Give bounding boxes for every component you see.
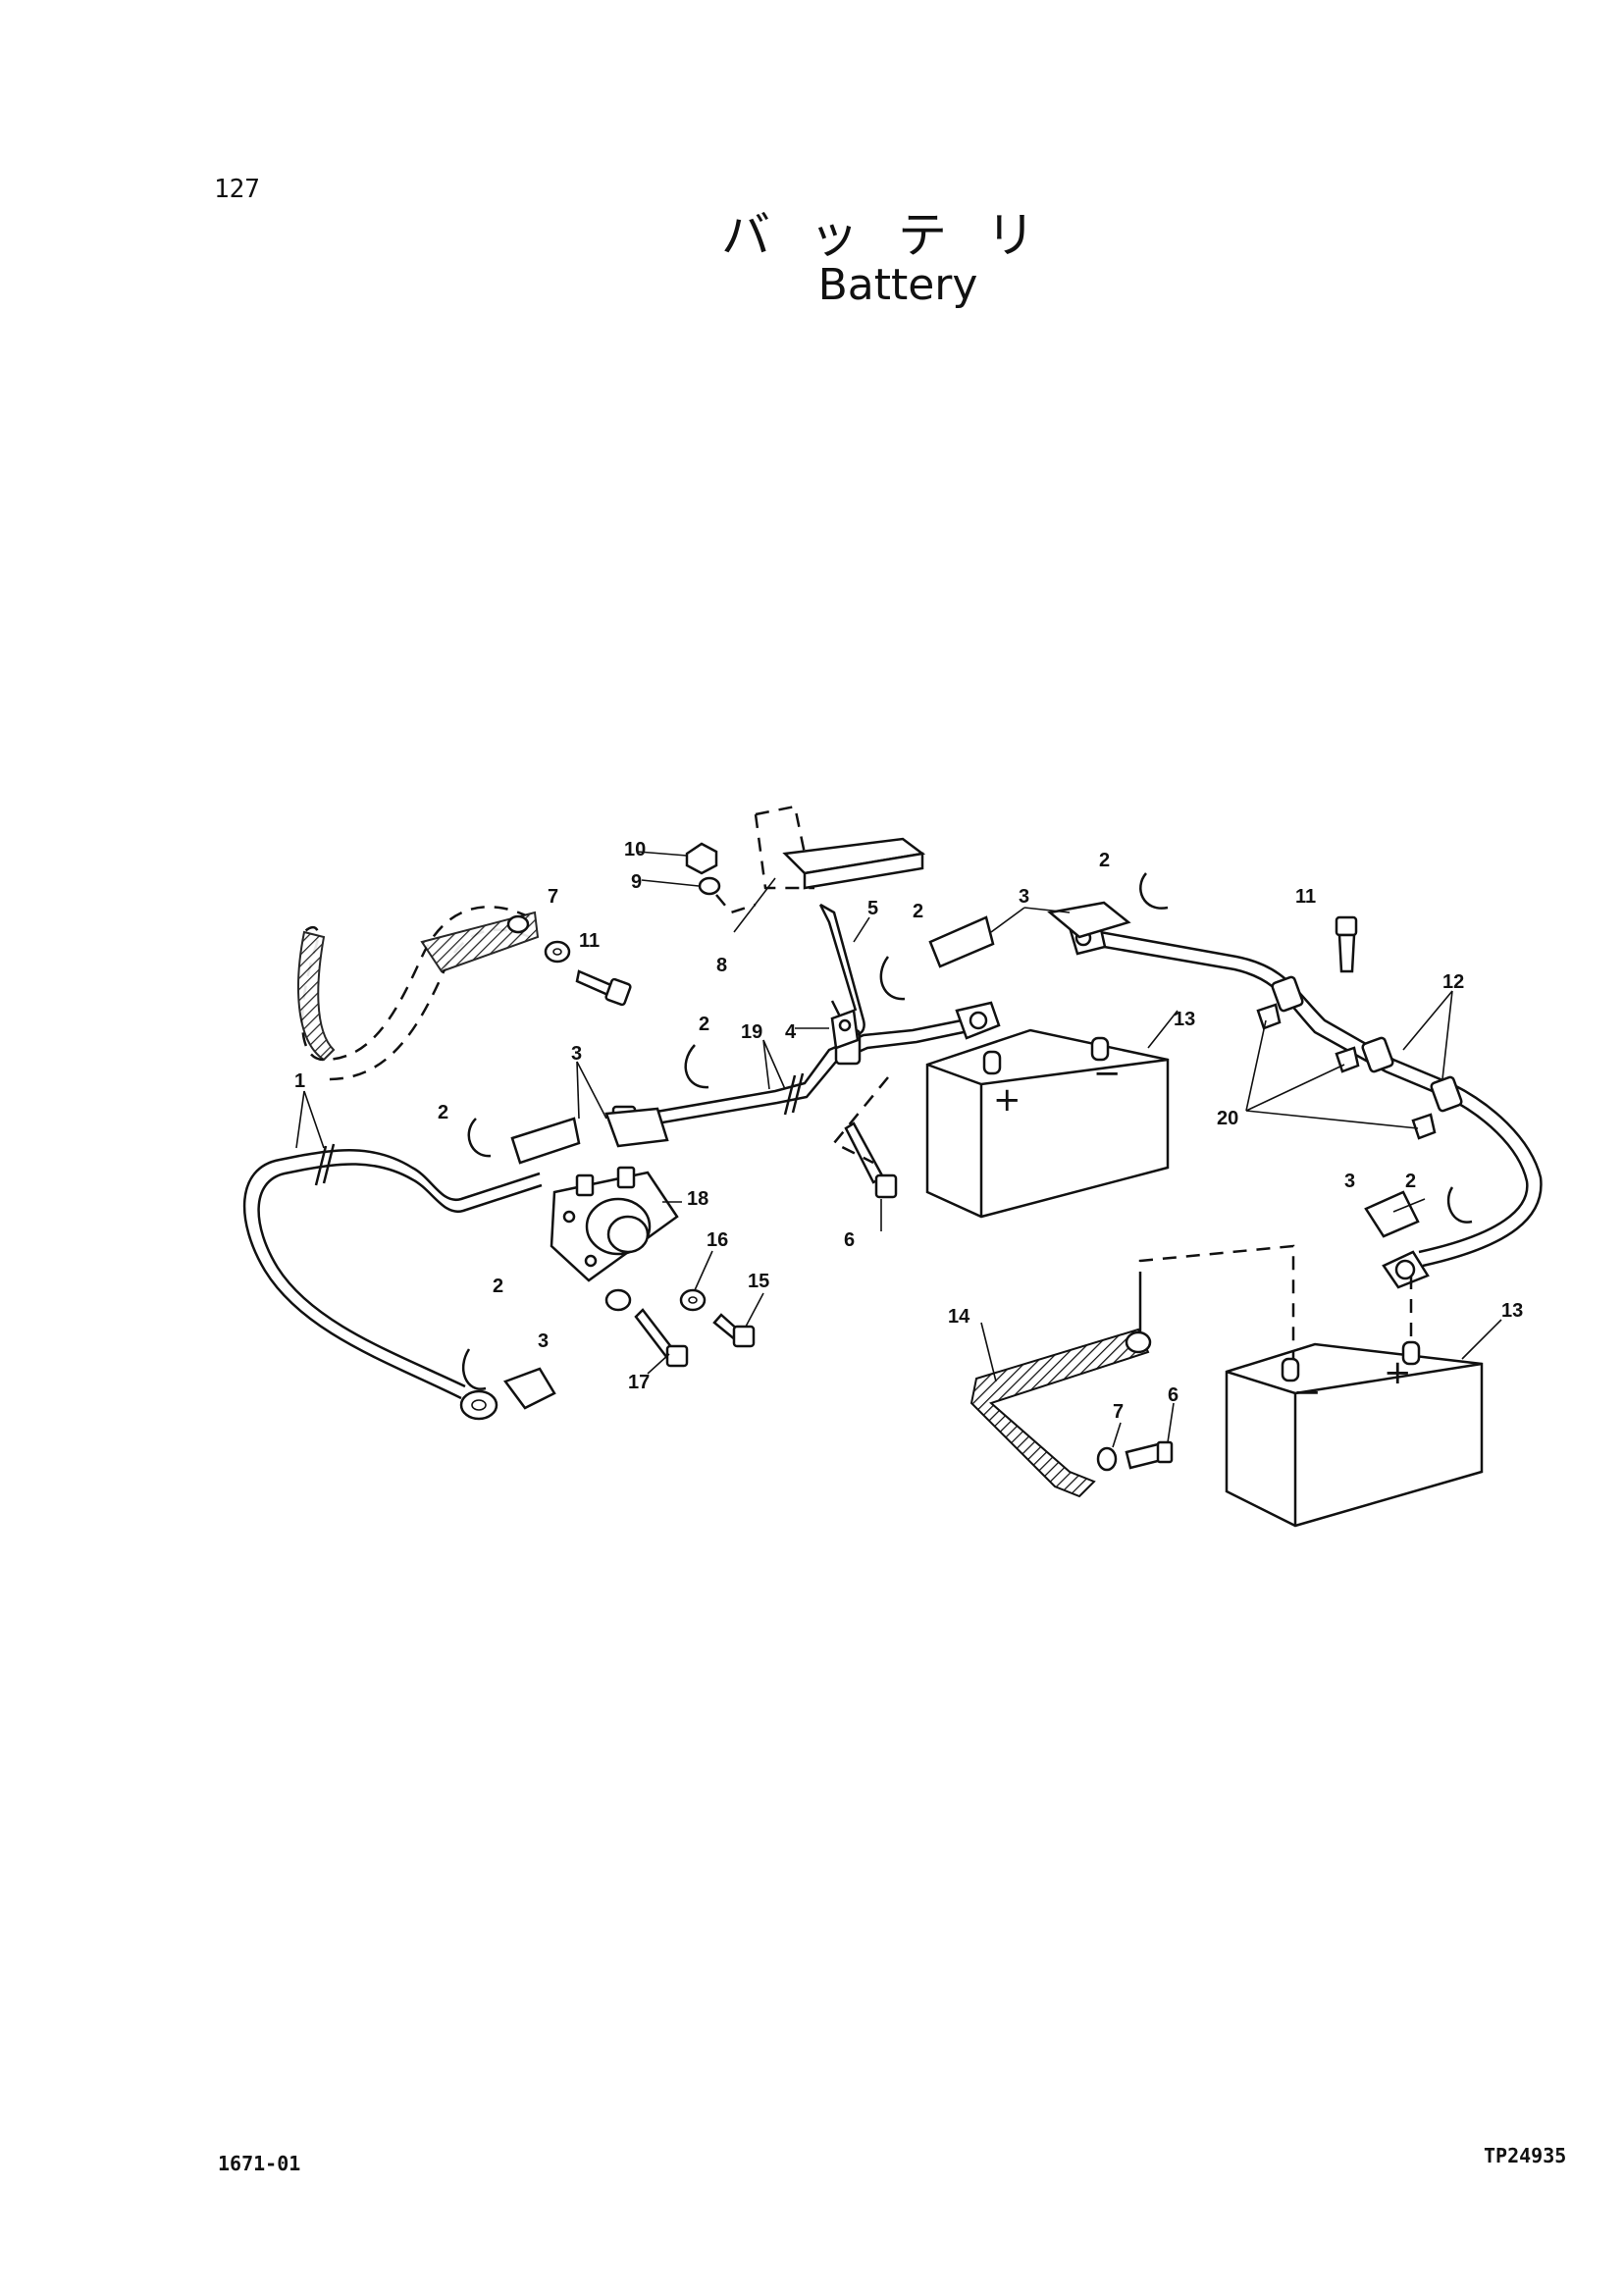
terminal-covers-3 [503, 901, 1420, 1410]
callout-2: 2 [1099, 850, 1110, 871]
callout-13: 13 [1501, 1300, 1523, 1322]
callout-11: 11 [579, 930, 600, 952]
callout-3: 3 [571, 1043, 582, 1065]
battery-13-lower: − + [1225, 1276, 1484, 1528]
callout-1: 1 [294, 1070, 305, 1092]
battery-cable-12 [1068, 918, 1543, 1289]
footer-code-right: TP24935 [1484, 2144, 1567, 2167]
nut-10-washer-9 [685, 842, 757, 914]
bolt-11-right [1335, 915, 1358, 973]
callout-14: 14 [948, 1306, 970, 1328]
callout-3: 3 [1019, 886, 1029, 908]
callout-2: 2 [699, 1014, 709, 1035]
callout-12: 12 [1442, 971, 1464, 993]
ground-strap-dashed [297, 906, 540, 1081]
page-title-english: Battery [817, 260, 978, 310]
footer-code-left: 1671-01 [218, 2152, 301, 2175]
callout-17: 17 [628, 1372, 650, 1393]
page-title-japanese: バッテリ [721, 207, 1074, 264]
callout-10: 10 [624, 839, 646, 860]
callout-7: 7 [548, 886, 558, 908]
callout-7: 7 [1113, 1401, 1124, 1423]
plus-sign: + [1384, 1353, 1412, 1392]
washer-7-bolt-11 [544, 940, 632, 1007]
minus-sign: − [1093, 1054, 1122, 1093]
minus-sign: − [1293, 1373, 1322, 1412]
callout-5: 5 [867, 898, 878, 919]
retainer-clips-2 [461, 872, 1473, 1390]
plus-sign: + [993, 1080, 1022, 1120]
callout-13: 13 [1174, 1009, 1195, 1030]
callout-6: 6 [1168, 1384, 1179, 1406]
bracket-8 [754, 805, 926, 890]
callout-20: 20 [1217, 1108, 1238, 1129]
callout-3: 3 [538, 1330, 549, 1352]
callout-11: 11 [1295, 886, 1316, 908]
clamp-4 [830, 1009, 860, 1050]
battery-13-upper: + − [925, 1028, 1170, 1219]
callout-2: 2 [438, 1102, 448, 1123]
callout-3: 3 [1344, 1171, 1355, 1192]
callout-18: 18 [687, 1188, 708, 1210]
callout-labels: 1 2 2 2 2 2 2 3 3 3 3 4 5 6 6 7 7 8 9 10… [294, 839, 1523, 1423]
switch-fasteners [604, 1288, 756, 1368]
callout-2: 2 [913, 901, 923, 922]
leader-lines [295, 851, 1502, 1448]
callout-19: 19 [741, 1021, 762, 1043]
ground-strap-14 [969, 1244, 1295, 1498]
battery-switch-18 [550, 1166, 679, 1282]
page-number: 127 [214, 175, 260, 204]
callout-2: 2 [1405, 1171, 1416, 1192]
callout-6: 6 [844, 1229, 855, 1251]
callout-16: 16 [707, 1229, 728, 1251]
callout-8: 8 [716, 955, 727, 976]
callout-4: 4 [785, 1021, 797, 1043]
battery-cable-1 [242, 1143, 543, 1421]
callout-15: 15 [748, 1271, 769, 1292]
bolt-6-middle [832, 1076, 898, 1199]
callout-9: 9 [631, 871, 642, 893]
callout-2: 2 [493, 1276, 503, 1297]
